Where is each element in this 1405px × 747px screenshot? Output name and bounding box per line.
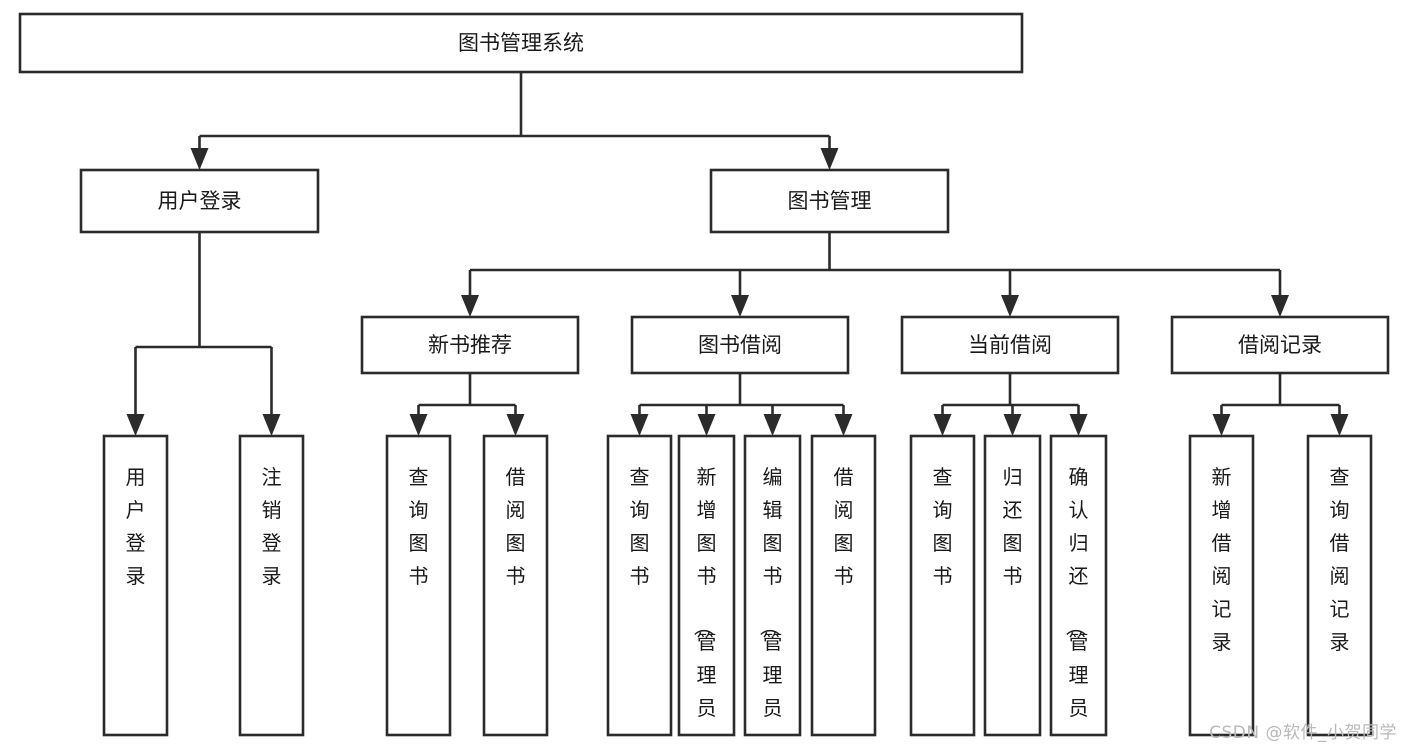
node-box[interactable] (630, 315, 850, 375)
node-box[interactable] (810, 434, 877, 737)
node-leaf-edit-book[interactable]: 编辑图书（管理员） (743, 434, 802, 747)
node-box[interactable] (238, 434, 305, 737)
node-label: 查询借阅记录 (1330, 465, 1350, 654)
node-book-borrow[interactable]: 图书借阅 (630, 315, 850, 375)
node-leaf-query-book-1[interactable]: 查询图书 (385, 434, 452, 737)
csdn-watermark: CSDN @软件_小贺同学 (1209, 723, 1397, 743)
connector-group (630, 373, 853, 436)
node-label: 编辑图书（管理员） (758, 465, 783, 747)
arrow-head-icon (820, 148, 839, 170)
node-label: 当前借阅 (968, 333, 1052, 357)
node-leaf-confirm-return[interactable]: 确认归还（管理员） (1049, 434, 1108, 747)
arrow-head-icon (262, 414, 281, 436)
node-label: 借阅图书 (834, 465, 854, 588)
arrow-head-icon (461, 295, 479, 317)
node-label: 新增图书（管理员） (692, 465, 717, 747)
node-current-borrow[interactable]: 当前借阅 (900, 315, 1120, 375)
node-box[interactable] (909, 434, 976, 737)
arrow-head-icon (731, 295, 749, 317)
node-user-login[interactable]: 用户登录 (79, 168, 320, 234)
node-box[interactable] (743, 434, 802, 737)
connector-group (461, 232, 1289, 317)
node-leaf-query-book-2[interactable]: 查询图书 (606, 434, 673, 737)
arrow-head-icon (506, 414, 525, 436)
arrow-head-icon (763, 414, 782, 436)
node-leaf-borrow-book-2[interactable]: 借阅图书 (810, 434, 877, 737)
node-box[interactable] (709, 168, 950, 234)
node-box[interactable] (606, 434, 673, 737)
node-leaf-query-record[interactable]: 查询借阅记录 (1306, 434, 1373, 737)
node-book-manage[interactable]: 图书管理 (709, 168, 950, 234)
node-leaf-add-book[interactable]: 新增图书（管理员） (677, 434, 736, 747)
node-borrow-record[interactable]: 借阅记录 (1170, 315, 1390, 375)
node-leaf-borrow-book-1[interactable]: 借阅图书 (482, 434, 549, 737)
node-label: 新书推荐 (428, 333, 512, 357)
node-label: 借阅记录 (1238, 333, 1322, 357)
node-leaf-logout[interactable]: 注销登录 (238, 434, 305, 737)
connector-group (933, 373, 1088, 436)
arrow-head-icon (933, 414, 952, 436)
node-box[interactable] (1306, 434, 1373, 737)
connector-group (409, 373, 525, 436)
node-leaf-query-book-3[interactable]: 查询图书 (909, 434, 976, 737)
node-new-book-rec[interactable]: 新书推荐 (360, 315, 580, 375)
arrow-head-icon (1271, 295, 1289, 317)
node-box[interactable] (18, 12, 1024, 74)
node-box[interactable] (900, 315, 1120, 375)
connector-layer (126, 72, 1349, 436)
connector-group (1212, 373, 1349, 436)
arrow-head-icon (1212, 414, 1231, 436)
node-layer: 图书管理系统用户登录图书管理新书推荐图书借阅当前借阅借阅记录用户登录注销登录查询… (18, 12, 1390, 747)
node-box[interactable] (482, 434, 549, 737)
node-label: 归还图书 (1003, 465, 1023, 588)
arrow-head-icon (1001, 295, 1019, 317)
arrow-head-icon (1069, 414, 1088, 436)
node-box[interactable] (677, 434, 736, 737)
node-box[interactable] (102, 434, 169, 737)
node-label: 查询图书 (933, 465, 953, 588)
node-label: 借阅图书 (506, 465, 526, 588)
connector-group (190, 72, 839, 170)
arrow-head-icon (126, 414, 145, 436)
arrow-head-icon (697, 414, 716, 436)
node-root[interactable]: 图书管理系统 (18, 12, 1024, 74)
node-label: 查询图书 (409, 465, 429, 588)
node-label: 注销登录 (262, 465, 282, 588)
node-box[interactable] (385, 434, 452, 737)
node-label: 用户登录 (126, 465, 146, 588)
arrow-head-icon (630, 414, 649, 436)
node-label: 新增借阅记录 (1212, 465, 1232, 654)
node-leaf-add-record[interactable]: 新增借阅记录 (1188, 434, 1255, 737)
node-box[interactable] (1049, 434, 1108, 737)
node-box[interactable] (1188, 434, 1255, 737)
node-box[interactable] (983, 434, 1042, 737)
node-box[interactable] (360, 315, 580, 375)
arrow-head-icon (190, 148, 209, 170)
arrow-head-icon (834, 414, 853, 436)
arrow-head-icon (409, 414, 428, 436)
arrow-head-icon (1003, 414, 1022, 436)
arrow-head-icon (1330, 414, 1349, 436)
node-box[interactable] (1170, 315, 1390, 375)
node-label: 图书管理 (788, 189, 872, 213)
connector-group (126, 232, 281, 436)
node-leaf-user-login[interactable]: 用户登录 (102, 434, 169, 737)
node-label: 查询图书 (630, 465, 650, 588)
node-box[interactable] (79, 168, 320, 234)
node-label: 图书管理系统 (458, 31, 584, 55)
node-leaf-return-book[interactable]: 归还图书 (983, 434, 1042, 737)
node-label: 图书借阅 (698, 333, 782, 357)
node-label: 用户登录 (158, 189, 242, 213)
node-label: 确认归还（管理员） (1064, 465, 1089, 747)
